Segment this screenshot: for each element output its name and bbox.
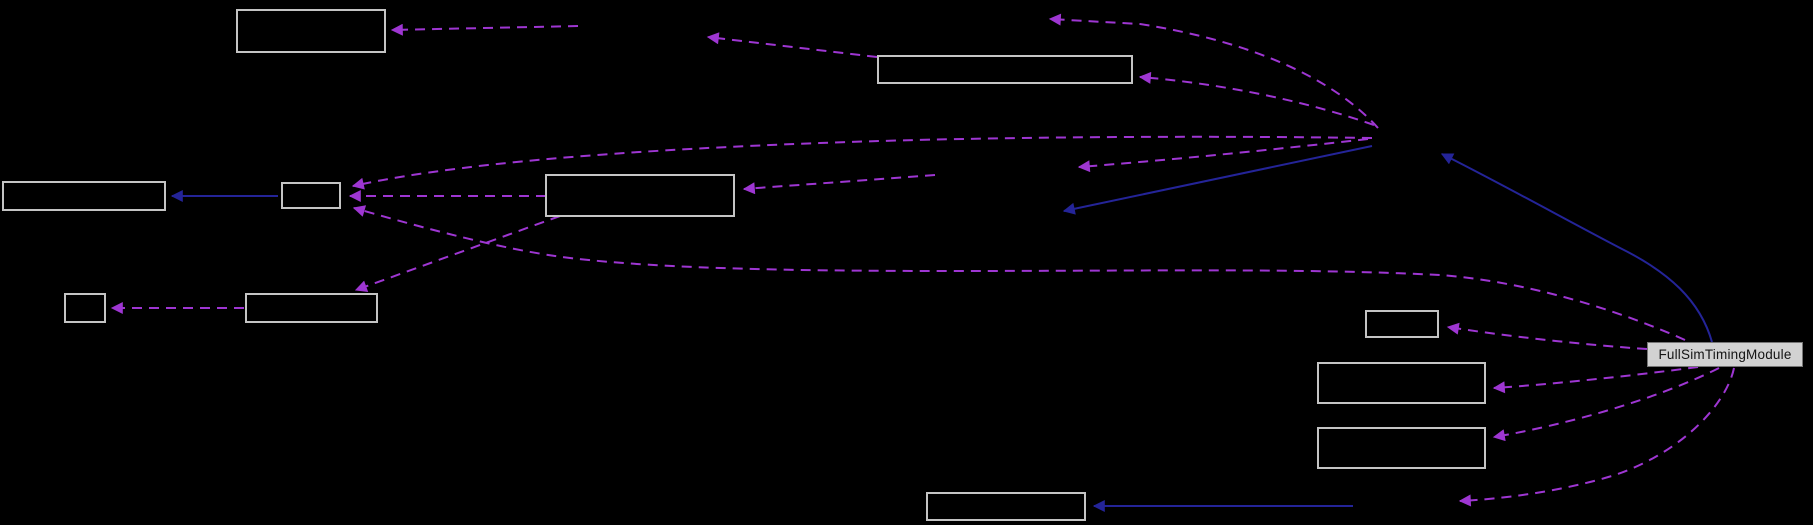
node-box-middle[interactable]	[545, 174, 735, 217]
node-box-lower-left[interactable]	[245, 293, 378, 323]
node-box-left[interactable]	[2, 181, 166, 211]
edge-label-to-small-mid	[352, 205, 1686, 341]
node-box-top-left[interactable]	[236, 9, 386, 53]
edge-label-to-hidden-bottom	[1458, 367, 1735, 507]
node-box-tiny-left[interactable]	[64, 293, 106, 323]
edge-hidden-to-middle-box	[742, 174, 936, 195]
edge-hub-to-small-mid-box	[351, 135, 1373, 190]
edge-hub-to-hidden-low	[1062, 145, 1373, 215]
node-box-small-mid[interactable]	[281, 182, 341, 209]
node-box-top-middle[interactable]	[877, 55, 1133, 84]
node-box-right-small[interactable]	[1365, 310, 1439, 338]
edge-hub-to-hidden-mid	[1077, 138, 1369, 173]
node-box-right-lower[interactable]	[1317, 427, 1486, 469]
edge-label-to-right-upper	[1492, 366, 1699, 394]
node-box-right-upper[interactable]	[1317, 362, 1486, 404]
edge-hub-to-topmid-box	[1138, 71, 1375, 126]
edge-to-top-left-box	[390, 23, 579, 36]
edge-topmid-to-hidden	[706, 32, 878, 58]
edge-label-to-hub	[1440, 153, 1713, 343]
edge-label-to-right-lower	[1492, 367, 1720, 442]
edge-middle-to-lower-left	[354, 215, 561, 292]
edge-label-to-right-small	[1446, 322, 1648, 350]
node-fullsimtimingmodule[interactable]: FullSimTimingModule	[1647, 342, 1803, 367]
node-box-bottom[interactable]	[926, 492, 1086, 521]
edge-hub-to-top-arrow	[1048, 13, 1379, 129]
